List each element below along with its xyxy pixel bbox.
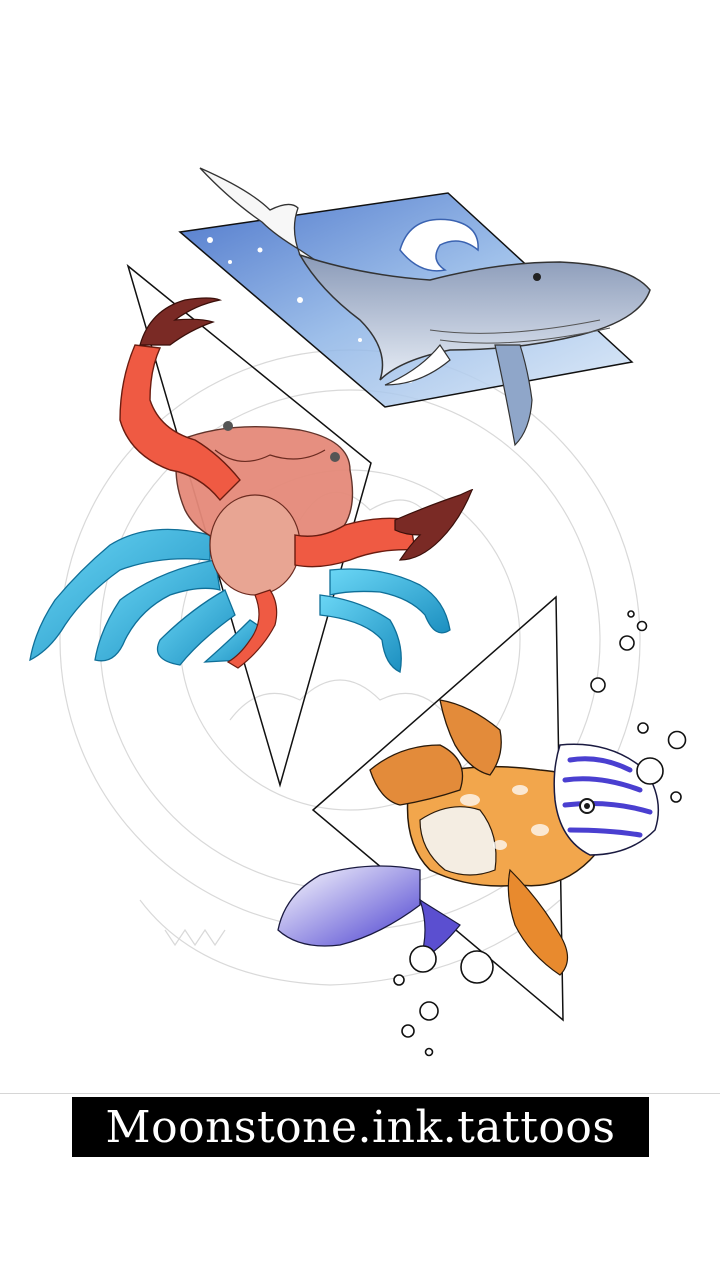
brand-banner: Moonstone.ink.tattoos — [72, 1097, 649, 1157]
whale-illustration — [178, 167, 651, 447]
brand-banner-text: Moonstone.ink.tattoos — [105, 1101, 616, 1153]
crab-illustration — [29, 297, 474, 673]
mandarin-fish-illustration — [277, 699, 660, 976]
divider-line — [0, 1093, 720, 1094]
bubbles — [393, 610, 687, 1057]
